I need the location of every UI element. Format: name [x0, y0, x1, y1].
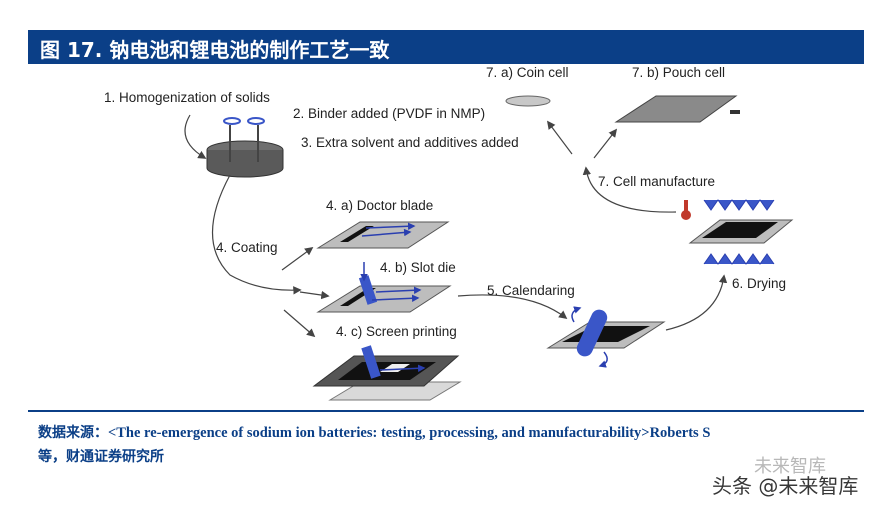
flow-arrows: [184, 114, 728, 338]
source-note: 数据来源：<The re-emergence of sodium ion bat…: [38, 421, 868, 469]
step-1-label: 1. Homogenization of solids: [104, 90, 270, 105]
step-6-label: 6. Drying: [732, 276, 786, 291]
doctor-blade-illustration: [316, 221, 450, 249]
coin-cell-illustration: [505, 95, 551, 107]
step-4b-label: 4. b) Slot die: [380, 260, 456, 275]
step-7-label: 7. Cell manufacture: [598, 174, 715, 189]
step-3-label: 3. Extra solvent and additives added: [301, 135, 519, 150]
watermark: 头条 @未来智库: [712, 474, 859, 498]
step-4a-label: 4. a) Doctor blade: [326, 198, 433, 213]
screen-printing-illustration: [312, 345, 462, 401]
slot-die-illustration: [316, 262, 452, 313]
pouch-cell-illustration: [614, 95, 740, 123]
source-text: <The re-emergence of sodium ion batterie…: [108, 425, 711, 441]
title-bar: 图 17. 钠电池和锂电池的制作工艺一致: [28, 30, 864, 64]
step-4c-label: 4. c) Screen printing: [336, 324, 457, 339]
step-5-label: 5. Calendaring: [487, 283, 575, 298]
source-suffix: 等，财通证券研究所: [38, 449, 164, 465]
step-4-label: 4. Coating: [216, 240, 278, 255]
divider-line: [28, 410, 864, 412]
source-label: 数据来源：: [38, 425, 108, 441]
step-7a-label: 7. a) Coin cell: [486, 65, 569, 80]
mixer-vessel: [206, 117, 284, 178]
page-title: 图 17. 钠电池和锂电池的制作工艺一致: [40, 38, 390, 62]
step-7b-label: 7. b) Pouch cell: [632, 65, 725, 80]
calendaring-illustration: [546, 306, 666, 368]
watermark-faint: 未来智库: [754, 456, 826, 477]
drying-illustration: [681, 199, 794, 265]
step-2-label: 2. Binder added (PVDF in NMP): [293, 106, 485, 121]
